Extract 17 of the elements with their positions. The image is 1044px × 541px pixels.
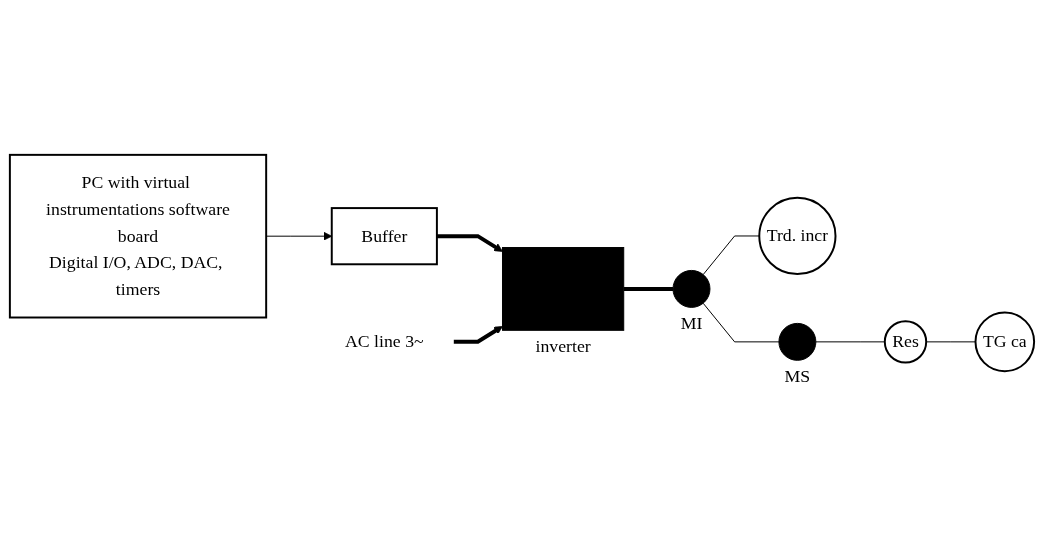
node-caption: MS <box>784 366 811 387</box>
node-circle: Trd. incr <box>758 196 837 276</box>
node-box <box>502 247 625 331</box>
node-caption: MI <box>680 313 703 334</box>
node-circle <box>672 270 711 308</box>
node-caption: inverter <box>535 336 591 357</box>
arrow <box>436 234 503 252</box>
node-box: Buffer <box>330 207 438 266</box>
node-circle <box>778 322 817 361</box>
node-box: PC with virtual instrumentations software board Digital I/O, ADC, DAC, timers <box>8 153 268 319</box>
arrow <box>453 326 503 344</box>
node-circle: TG ca <box>974 311 1036 373</box>
connector <box>623 287 673 291</box>
connector <box>702 302 780 343</box>
node-text: AC line 3~ <box>345 331 424 352</box>
connector <box>702 235 760 276</box>
node-circle: Res <box>883 320 928 364</box>
